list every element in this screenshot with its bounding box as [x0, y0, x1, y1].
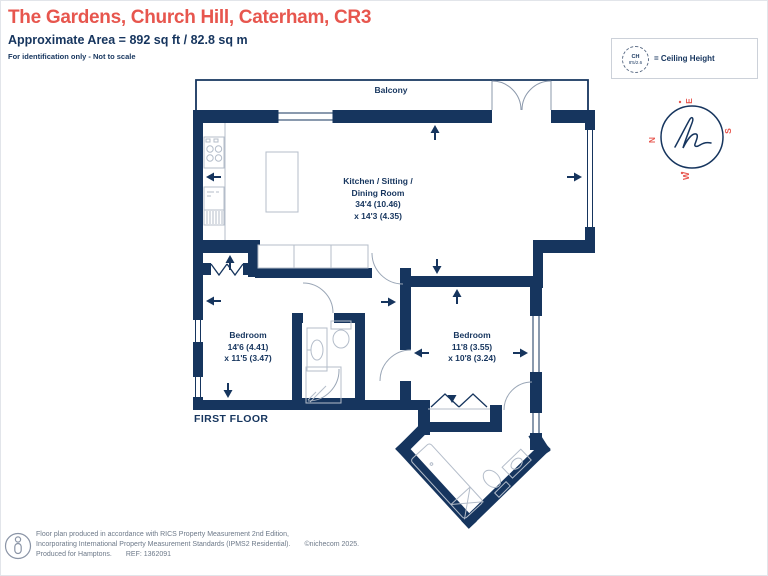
ensuite-toilet-icon: [330, 320, 352, 349]
bedroom-left-bifold: [210, 263, 244, 277]
bedroom-left-label: Bedroom 14'6 (4.41) x 11'5 (3.47): [224, 330, 271, 365]
footer-line1: Floor plan produced in accordance with R…: [36, 531, 289, 538]
page-title: The Gardens, Church Hill, Caterham, CR3: [8, 7, 372, 28]
room-dim-line1: 11'8 (3.55): [451, 341, 493, 352]
footer-line3: Produced for Hamptons. REF: 1362091: [36, 550, 359, 560]
balcony-french-doors: [491, 80, 552, 111]
bedroom-right-bifold: [430, 393, 488, 408]
room-name: Bedroom: [453, 330, 491, 340]
bathroom-door-arc: [503, 381, 533, 411]
ensuite-sink-icon: [306, 327, 328, 372]
compass: E N S W: [647, 98, 733, 180]
identification-note: For identification only - Not to scale: [8, 52, 136, 61]
footer-standards: Incorporating International Property Mea…: [36, 541, 291, 548]
bathroom-walls: [395, 423, 551, 529]
compass-dot-ne: [678, 100, 682, 104]
kitchen-room-label: Kitchen / Sitting / Dining Room 34'4 (10…: [343, 176, 412, 222]
room-dim-line1: 14'6 (4.41): [227, 341, 269, 352]
room-dim-line2: x 10'8 (3.24): [448, 353, 496, 363]
door-arcs: [302, 80, 552, 411]
balcony-outline: [195, 79, 589, 110]
ensuite-fixtures: [305, 320, 352, 404]
measurement-arrows: [206, 125, 582, 403]
room-dim-line2: x 14'3 (4.35): [354, 210, 402, 221]
balcony-label: Balcony: [374, 85, 408, 95]
floor-name-label: FIRST FLOOR: [194, 413, 269, 425]
window-top: [277, 110, 334, 123]
kitchen-island: [265, 151, 299, 213]
compass-monogram-h: [674, 116, 712, 149]
approximate-area: Approximate Area = 892 sq ft / 82.8 sq m: [8, 33, 248, 47]
footer-line2: Incorporating International Property Mea…: [36, 540, 359, 550]
bedroom-right-door-arc: [379, 349, 412, 382]
wardrobe-left-bedroom: [257, 244, 369, 269]
bedroom-right-label: Bedroom 11'8 (3.55) x 10'8 (3.24): [448, 330, 496, 365]
room-name-line2: Dining Room: [351, 187, 405, 198]
compass-circle: [660, 105, 724, 169]
window-right-main: [585, 130, 595, 227]
walls: [193, 110, 595, 450]
bifold-doors: [210, 263, 490, 410]
main-room-door-arc: [371, 252, 404, 285]
hob-icon: [203, 136, 225, 169]
ceiling-height-legend: CH 8'5/2.6 = Ceiling Height: [611, 38, 758, 79]
compass-letter-w: W: [681, 171, 691, 180]
bathroom-sink-icon: [501, 448, 532, 479]
bathtub-icon: [411, 443, 484, 520]
ensuite-door-arc: [302, 282, 334, 314]
ceiling-height-icon: CH 8'5/2.6: [622, 46, 649, 73]
window-left-bedroom-2: [193, 377, 203, 397]
appliance-hatch-icon: [203, 209, 225, 226]
compass-letter-e: E: [684, 98, 694, 104]
footer-disclaimer: Floor plan produced in accordance with R…: [36, 530, 359, 560]
windows: [193, 110, 595, 433]
compass-letter-s: S: [723, 128, 733, 134]
oven-icon: [203, 186, 225, 211]
window-bathroom: [530, 413, 542, 433]
footer-copyright: ©nichecom 2025.: [304, 541, 360, 548]
shower-door-arc: [307, 368, 340, 402]
nichecom-logo-icon: [4, 532, 32, 560]
bathroom-fixtures: [411, 443, 532, 520]
room-name: Bedroom: [229, 330, 267, 340]
room-name-line1: Kitchen / Sitting /: [343, 176, 413, 186]
footer-produced-for: Produced for Hamptons.: [36, 551, 112, 558]
window-left-bedroom-1: [193, 320, 203, 342]
legend-label: = Ceiling Height: [654, 54, 715, 63]
kitchen-fixtures: [203, 123, 299, 240]
window-right-bedroom: [530, 316, 542, 372]
ensuite-shower-icon: [305, 366, 342, 404]
footer-ref: REF: 1362091: [125, 551, 172, 558]
ch-value: 8'5/2.6: [628, 60, 643, 65]
room-dim-line2: x 11'5 (3.47): [224, 353, 272, 363]
bathroom-toilet-icon: [482, 469, 511, 498]
ch-abbr: CH: [631, 54, 640, 60]
compass-dot-sw: [680, 171, 684, 175]
compass-letter-n: N: [647, 137, 657, 143]
room-dim-line1: 34'4 (10.46): [355, 199, 401, 209]
